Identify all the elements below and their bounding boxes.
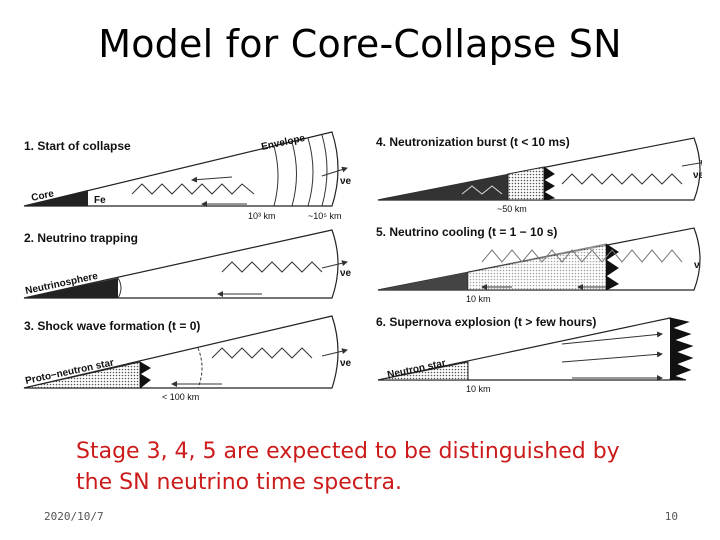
panel-6-label: 6. Supernova explosion (t > few hours) [376,315,596,329]
panel-1-wedge [23,131,339,207]
panel-4-nu-label: νe [693,170,702,181]
panel-neutrino-cooling: 5. Neutrino cooling (t = 1 − 10 s) ν 10 … [376,225,701,304]
panel-2-outflow-arrow [321,260,348,269]
panel-5-label: 5. Neutrino cooling (t = 1 − 10 s) [376,225,557,239]
panel-5-shock-front [605,243,619,291]
caption-line-1: Stage 3, 4, 5 are expected to be disting… [76,439,620,464]
panel-3-radius: < 100 km [162,392,199,402]
panel-4-burst-wiggle [461,185,503,195]
panel-1-shell-4 [321,134,328,207]
panel-start-of-collapse: 1. Start of collapse Envelope Core Fe νe… [23,131,352,221]
panel-3-shell [197,347,203,389]
panel-6-ns [377,361,469,381]
panel-2-neutrino-wiggle [221,261,323,273]
panel-1-core [24,190,88,206]
panel-2-core [24,278,118,298]
panel-1-core-label: Core [30,188,55,204]
footer-page-number: 10 [664,510,678,523]
panel-3-label: 3. Shock wave formation (t = 0) [24,319,200,333]
panel-shock-wave-formation: 3. Shock wave formation (t = 0) Proto−ne… [23,315,352,402]
panel-1-fe-label: Fe [94,195,106,206]
panel-1-nu-label: νe [340,176,352,187]
panel-2-nu-label: νe [340,268,352,279]
panel-1-outflow-arrow [321,166,348,177]
panel-2-sphere [117,277,122,299]
panel-3-nu-label: νe [340,358,352,369]
panel-1-shell-3 [307,137,314,207]
panel-neutronization-burst: 4. Neutronization burst (t < 10 ms) νe ~… [376,135,702,214]
panel-3-outflow-arrow [321,348,348,357]
panel-5-radius: 10 km [466,294,491,304]
panel-4-shock-front [543,166,556,201]
panel-4-outflow-arrow [681,159,702,167]
panel-5-neutrino-wiggle [481,249,683,263]
panel-1-radius-2: ~10⁵ km [308,211,342,221]
panel-3-neutrino-wiggle [211,347,313,359]
panel-1-neutrino-wiggle [131,183,255,195]
footer-date: 2020/10/7 [44,510,104,523]
panel-6-ejecta-arrow-1 [561,331,663,345]
panel-6-radius: 10 km [466,384,491,394]
panel-1-infall-arrow [191,176,233,183]
panel-1-shell-1 [273,145,279,207]
core-collapse-stages-figure: 1. Start of collapse Envelope Core Fe νe… [23,131,702,402]
panel-4-core [378,174,508,200]
panel-1-label: 1. Start of collapse [24,139,131,153]
panel-3-shock-front [139,361,151,389]
panel-5-core [378,272,468,290]
panel-neutrino-trapping: 2. Neutrino trapping Neutrinosphere νe [23,229,352,299]
caption-line-2: the SN neutrino time spectra. [76,470,403,495]
panel-4-radius: ~50 km [497,204,527,214]
panel-supernova-explosion: 6. Supernova explosion (t > few hours) N… [376,315,694,394]
panel-4-label: 4. Neutronization burst (t < 10 ms) [376,135,570,149]
panel-2-label: 2. Neutrino trapping [24,231,138,245]
panel-5-dotted-zone [467,243,607,291]
panel-1-shell-2 [291,141,297,207]
panel-5-nu-label: ν [694,260,700,271]
panel-1-radius-1: 10³ km [248,211,276,221]
caption: Stage 3, 4, 5 are expected to be disting… [76,436,696,498]
slide-title: Model for Core-Collapse SN [98,22,622,66]
panel-6-shock-front [669,317,694,381]
panel-4-dotted-zone [507,166,545,201]
panel-4-neutrino-wiggle [561,173,683,185]
panel-6-ejecta-arrow-2 [561,351,663,363]
